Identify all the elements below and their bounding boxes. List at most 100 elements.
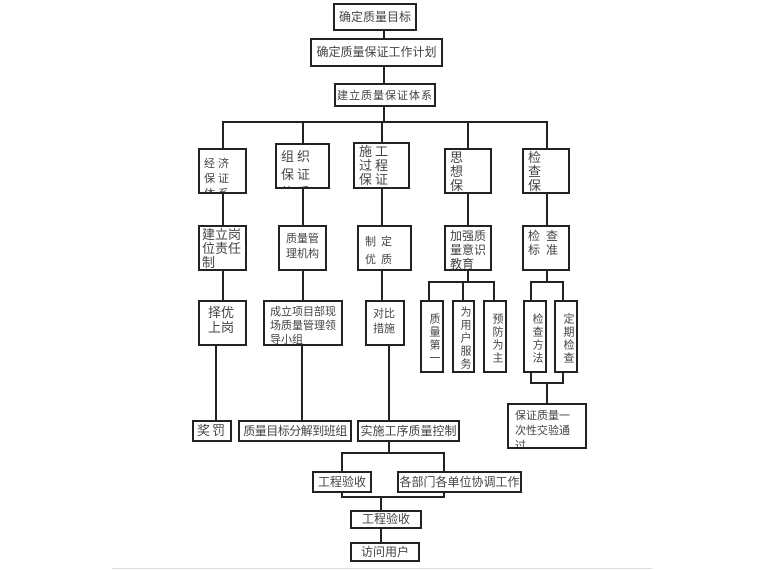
connector: [530, 373, 532, 384]
connector: [546, 382, 548, 403]
node-label: 建立岗位责任制: [202, 228, 242, 271]
connector: [467, 121, 469, 148]
node-quality-first: 质量第一: [420, 300, 444, 373]
node-label: 质量目标分解到班组: [243, 423, 347, 438]
node-visit-users: 访问用户: [350, 542, 420, 562]
node-label: 检查标准: [528, 229, 565, 257]
node-regular-inspection: 定期检查: [554, 300, 578, 373]
connector: [388, 442, 390, 453]
final-bus: [341, 452, 445, 454]
node-construction-system: 施工过程保证体系: [353, 142, 410, 189]
connector: [383, 67, 385, 83]
node-department-coordination: 各部门各单位协调工作: [397, 471, 522, 493]
node-label: 预防为主: [491, 312, 504, 365]
connector: [222, 121, 224, 148]
connector: [341, 493, 343, 497]
connector: [388, 346, 390, 420]
connector: [462, 281, 464, 300]
page-edge-divider: [112, 568, 652, 569]
node-label: 经济保证体系: [204, 157, 232, 194]
connector: [222, 271, 224, 300]
connector: [562, 373, 564, 384]
node-label: 质量管理机构: [286, 232, 319, 260]
sub-bus: [530, 281, 564, 283]
connector: [341, 452, 343, 472]
connector: [546, 194, 548, 225]
node-label: 实施工序质量控制: [360, 423, 457, 438]
node-quality-awareness: 加强质量意识教育: [444, 225, 492, 271]
sub-bus: [428, 281, 494, 283]
connector: [302, 121, 304, 143]
node-process-quality-control: 实施工序质量控制: [357, 420, 460, 442]
node-ideology-system: 思想保证体系: [444, 148, 492, 194]
node-prevention-first: 预防为主: [483, 300, 507, 373]
node-label: 工程验收: [361, 512, 410, 526]
node-label: 奖罚: [196, 423, 227, 439]
node-goal-to-teams: 质量目标分解到班组: [238, 420, 352, 442]
node-select-best: 择优上岗: [198, 300, 247, 346]
node-label: 保证质量一次性交验通过: [515, 409, 570, 449]
connector: [467, 271, 469, 282]
connector: [215, 346, 217, 420]
node-inspection-method: 检查方法: [523, 300, 547, 373]
node-label: 为用户服务: [459, 306, 472, 371]
merge-bus: [341, 496, 445, 498]
node-label: 确定质量保证工作计划: [316, 45, 437, 59]
node-label: 施工过程保证体系: [359, 145, 392, 188]
branch-bus: [222, 121, 548, 123]
node-label: 各部门各单位协调工作: [399, 474, 520, 489]
connector: [562, 281, 564, 300]
node-label: 检查保证体系: [528, 151, 550, 194]
connector: [381, 121, 383, 143]
node-label: 访问用户: [360, 544, 409, 559]
connector: [546, 271, 548, 282]
node-label: 建立质量保证体系: [337, 88, 433, 102]
node-label: 思想保证体系: [450, 151, 472, 194]
node-organization-system: 组织保证体系: [275, 143, 330, 189]
connector: [383, 31, 385, 38]
node-label: 确定质量目标: [338, 9, 411, 24]
connector: [493, 281, 495, 300]
node-inspection-system: 检查保证体系: [522, 148, 570, 194]
node-one-time-acceptance: 保证质量一次性交验通过: [507, 403, 587, 449]
node-label: 成立项目部现场质量管理领导小组: [270, 305, 336, 346]
connector: [301, 346, 303, 420]
node-build-quality-system: 建立质量保证体系: [334, 83, 436, 107]
node-site-quality-group: 成立项目部现场质量管理领导小组: [263, 300, 343, 346]
connector: [381, 271, 383, 300]
node-project-acceptance-1: 工程验收: [312, 471, 372, 493]
connector: [302, 271, 304, 300]
node-reward-penalty: 奖罚: [192, 420, 232, 442]
node-responsibility: 建立岗位责任制: [198, 225, 247, 271]
connector: [381, 189, 383, 225]
connector: [383, 107, 385, 123]
node-label: 对比措施: [373, 307, 395, 335]
node-label: 择优上岗: [208, 306, 235, 336]
connector: [443, 452, 445, 472]
node-serve-users: 为用户服务: [452, 300, 475, 373]
node-label: 检查方法: [531, 312, 544, 365]
connector: [222, 194, 224, 225]
connector: [428, 281, 430, 300]
node-label: 定期检查: [562, 312, 575, 365]
connector: [443, 493, 445, 497]
node-label: 组织保证体系: [281, 150, 314, 187]
node-economic-system: 经济保证体系: [198, 148, 247, 194]
connector: [467, 194, 469, 225]
node-contrast-measures: 对比措施: [365, 300, 405, 346]
node-quality-management-org: 质量管理机构: [278, 225, 327, 271]
node-project-acceptance-2: 工程验收: [350, 510, 422, 529]
node-inspection-standard: 检查标准: [522, 225, 570, 271]
connector: [530, 281, 532, 300]
node-label: 加强质量意识教育: [450, 229, 487, 271]
node-quality-project-plan: 制定优质工程...: [357, 225, 412, 271]
node-label: 制定优质工程...: [365, 235, 397, 266]
connector: [380, 529, 382, 542]
connector: [546, 121, 548, 148]
connector: [380, 496, 382, 510]
node-set-quality-goal: 确定质量目标: [333, 3, 417, 31]
node-label: 工程验收: [317, 474, 366, 489]
connector: [302, 189, 304, 225]
node-label: 质量第一: [428, 312, 441, 365]
node-quality-plan: 确定质量保证工作计划: [310, 38, 443, 67]
